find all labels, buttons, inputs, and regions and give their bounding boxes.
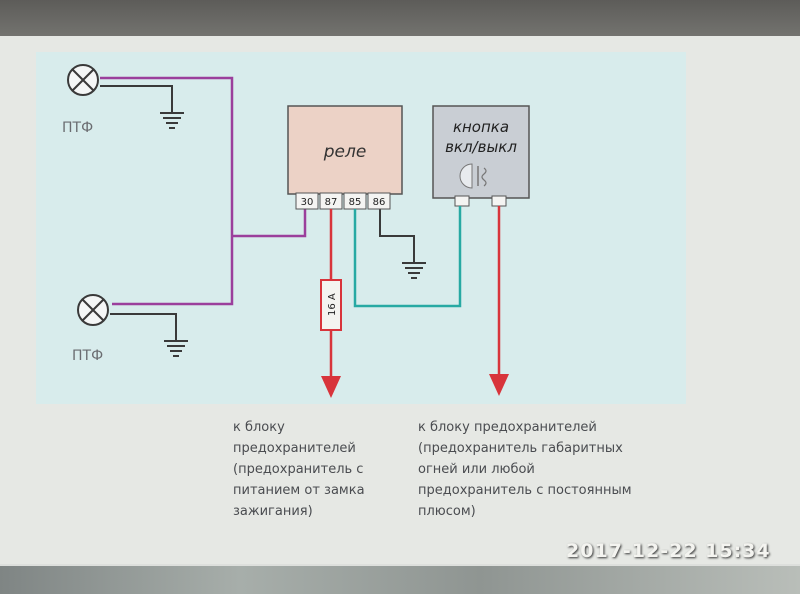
- red-wire-button: [489, 206, 509, 396]
- ground-wires: [100, 85, 415, 340]
- button-label-line2: вкл/выкл: [445, 138, 517, 156]
- lamp-indicator-icon: [459, 163, 487, 189]
- ground-symbol-top: [160, 112, 184, 129]
- relay-pin-86: 86: [373, 197, 386, 208]
- relay-block: реле 30 87 85 86: [287, 105, 403, 210]
- ground-symbol-relay: [402, 262, 426, 279]
- purple-wires: [100, 76, 307, 306]
- arrow-down-icon: [489, 374, 509, 396]
- relay-pin-87: 87: [325, 197, 338, 208]
- relay-pins: 30 87 85 86: [295, 192, 391, 210]
- desk-strip: [0, 566, 800, 594]
- red-wire-87: 16 А: [320, 209, 342, 398]
- switch-button-block: кнопка вкл/выкл: [432, 105, 530, 207]
- ground-symbol-bottom: [164, 340, 188, 357]
- arrow-down-icon: [321, 376, 341, 398]
- relay-pin-85: 85: [349, 197, 362, 208]
- fuse-label: 16 А: [327, 293, 338, 316]
- button-terminal-left: [454, 195, 470, 207]
- button-label-line1: кнопка: [453, 118, 509, 136]
- caption-fuse-box-ignition: к блоку предохранителей (предохранитель …: [233, 420, 365, 519]
- lamp-bottom-icon: [77, 294, 109, 326]
- relay-pin-30: 30: [301, 197, 314, 208]
- photo-timestamp: 2017-12-22 15:34: [566, 540, 771, 562]
- lamp-top-label: ПТФ: [62, 120, 93, 136]
- lamp-bottom-label: ПТФ: [72, 348, 103, 364]
- caption-fuse-box-constant: к блоку предохранителей (предохранитель …: [418, 420, 632, 519]
- teal-wire: [353, 206, 462, 308]
- button-terminal-right: [491, 195, 507, 207]
- lamp-top-icon: [67, 64, 99, 96]
- relay-label: реле: [323, 142, 367, 162]
